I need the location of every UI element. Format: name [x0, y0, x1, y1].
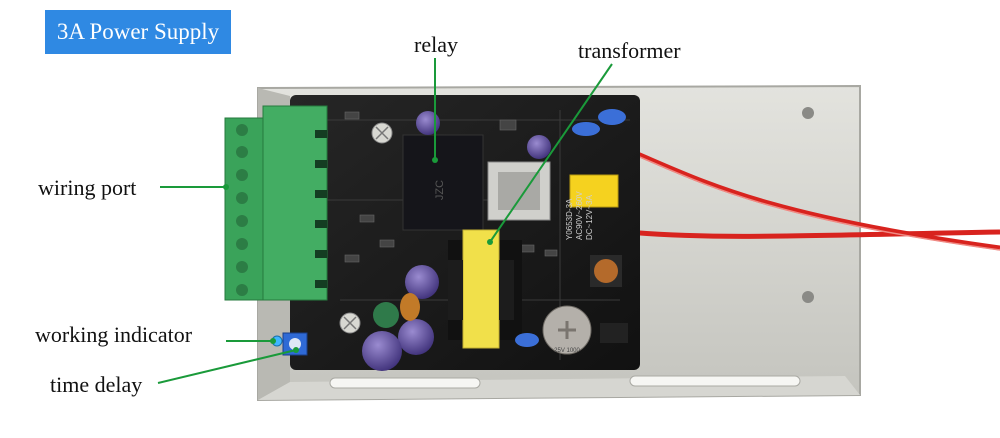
transformer-leader-line — [489, 63, 613, 243]
pcb-input-text: AC90V~260V — [575, 191, 584, 240]
time-delay-potentiometer — [282, 332, 308, 356]
red-wires — [627, 147, 1000, 251]
relay: JZC — [402, 134, 484, 231]
svg-text:JZC: JZC — [434, 180, 446, 200]
transformer — [448, 229, 522, 349]
heatsink — [487, 161, 551, 221]
pcb-output-text: DC~12V~3A — [585, 194, 594, 240]
pcb-model-text: Y0653D-3A — [565, 198, 574, 240]
title-badge: 3A Power Supply — [45, 10, 231, 54]
leader-dots — [223, 157, 493, 353]
capacitors — [362, 111, 592, 371]
choke — [590, 255, 628, 343]
relay-label: relay — [414, 32, 458, 57]
leader-lines — [157, 58, 613, 384]
working-indicator-label: working indicator — [35, 322, 193, 347]
x-capacitor — [569, 174, 619, 208]
wiring-port-label: wiring port — [38, 175, 137, 200]
time-delay-label: time delay — [50, 372, 143, 397]
terminal-block — [224, 105, 328, 301]
y-capacitors — [400, 109, 626, 347]
capacitor-rating-text: 25V 1000 — [554, 348, 580, 354]
transformer-label: transformer — [578, 38, 681, 63]
time-delay-leader-line — [157, 349, 297, 384]
